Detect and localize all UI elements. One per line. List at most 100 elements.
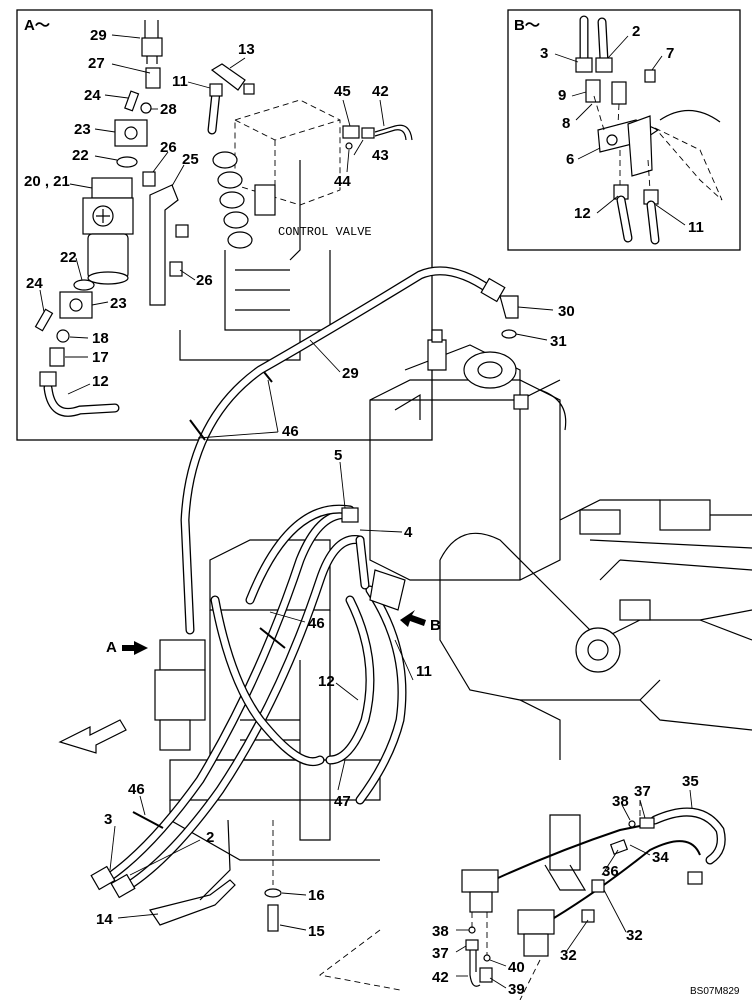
callout-31: 31 xyxy=(550,333,567,350)
fitting-32-lower xyxy=(581,909,595,923)
callout-a-12: 12 xyxy=(92,373,109,390)
fitting-32-upper xyxy=(591,879,605,893)
fitting-37-lower xyxy=(465,939,479,951)
hose-fitting-2 xyxy=(595,57,613,73)
callout-a-11: 11 xyxy=(172,73,188,90)
callout-35: 35 xyxy=(682,773,699,790)
bolt-26-bottom xyxy=(169,261,183,277)
main-assembly: 30 31 29 46 5 4 46 B A 11 12 35 37 38 34… xyxy=(58,266,752,1000)
callout-a-45: 45 xyxy=(334,83,351,100)
control-valve-main xyxy=(169,539,381,861)
callout-a-13: 13 xyxy=(238,41,255,58)
washer-16 xyxy=(264,888,282,898)
bolt-7 xyxy=(644,69,656,83)
elbow-fitting-27 xyxy=(145,67,161,89)
callout-a-17: 17 xyxy=(92,349,109,366)
callout-30: 30 xyxy=(558,303,575,320)
callout-a-23-lower: 23 xyxy=(110,295,127,312)
callout-a-29: 29 xyxy=(90,27,107,44)
callout-2: 2 xyxy=(206,829,214,846)
detail-a-title: A～ xyxy=(24,17,50,34)
callout-a-28: 28 xyxy=(160,101,177,118)
o-ring-40 xyxy=(483,954,491,962)
tank-body xyxy=(369,329,567,581)
callout-15: 15 xyxy=(308,923,325,940)
control-valve-label: CONTROL VALVE xyxy=(278,225,372,239)
o-ring-38-right xyxy=(628,820,636,828)
callout-37-lower: 37 xyxy=(432,945,449,962)
detail-a-box: A～ CONTROL VALVE xyxy=(16,9,433,441)
o-ring-22-top xyxy=(116,156,138,168)
bolt-24 xyxy=(124,90,140,112)
callout-a-26-lower: 26 xyxy=(196,272,213,289)
fitting-43 xyxy=(361,127,375,139)
bolt-26-mid xyxy=(175,224,189,238)
callout-14: 14 xyxy=(96,911,113,928)
callout-a-18: 18 xyxy=(92,330,109,347)
o-ring-28 xyxy=(140,102,152,114)
elbow-17 xyxy=(49,347,65,367)
control-valve-body xyxy=(179,99,341,361)
bracket-b-main xyxy=(369,569,406,611)
front-direction-arrow xyxy=(58,719,127,754)
hose-fitting-3 xyxy=(575,57,593,73)
plug-39 xyxy=(479,967,493,983)
callout-34: 34 xyxy=(652,849,669,866)
callout-32-lower: 32 xyxy=(560,947,577,964)
boom-structure xyxy=(439,499,752,760)
callout-47: 47 xyxy=(334,793,351,810)
callout-a-42: 42 xyxy=(372,83,389,100)
callout-a-26: 26 xyxy=(160,139,177,156)
o-ring-44 xyxy=(345,142,353,150)
detail-b-title: B～ xyxy=(514,17,540,34)
callout-view-b: B xyxy=(430,617,441,634)
callout-b-8: 8 xyxy=(562,115,570,132)
adapter-9 xyxy=(585,79,601,103)
callout-4: 4 xyxy=(404,524,413,541)
callout-32-right: 32 xyxy=(626,927,643,944)
callout-a-22-lower: 22 xyxy=(60,249,77,266)
callout-5: 5 xyxy=(334,447,342,464)
callout-11: 11 xyxy=(416,663,432,680)
callout-a-20-21: 20 , 21 xyxy=(24,173,70,190)
o-ring-31 xyxy=(501,329,517,339)
callout-46-bottom: 46 xyxy=(128,781,145,798)
callout-3: 3 xyxy=(104,811,112,828)
callout-a-44: 44 xyxy=(334,173,351,190)
elbow-30 xyxy=(499,295,519,319)
callout-a-27: 27 xyxy=(88,55,105,72)
callout-40: 40 xyxy=(508,959,525,976)
tube-42 xyxy=(374,124,413,141)
callout-a-24-lower: 24 xyxy=(26,275,43,292)
callout-a-25: 25 xyxy=(182,151,199,168)
callout-38-right: 38 xyxy=(612,793,629,810)
detail-b-box: B～ 2 3 7 xyxy=(507,9,741,251)
main-line-filter xyxy=(154,639,206,751)
bolt-15 xyxy=(267,904,279,932)
callout-b-12: 12 xyxy=(574,205,591,222)
bracket-14 xyxy=(149,879,236,926)
callout-38-lower: 38 xyxy=(432,923,449,940)
bolt-24-bottom xyxy=(34,308,54,332)
callout-b-6: 6 xyxy=(566,151,574,168)
callout-b-11: 11 xyxy=(688,219,704,236)
callout-37-right: 37 xyxy=(634,783,651,800)
bracket-25 xyxy=(149,184,179,306)
elbow-13 xyxy=(210,63,246,91)
callout-46-top: 46 xyxy=(282,423,299,440)
view-arrow-b xyxy=(400,610,426,627)
callout-a-22: 22 xyxy=(72,147,89,164)
callout-29: 29 xyxy=(342,365,359,382)
callout-46-mid: 46 xyxy=(308,615,325,632)
callout-view-a: A xyxy=(106,639,117,656)
fitting-37-right xyxy=(639,817,655,829)
callout-42: 42 xyxy=(432,969,449,986)
callout-a-23: 23 xyxy=(74,121,91,138)
hose-29-end xyxy=(480,277,506,303)
solenoid-valve-upper xyxy=(461,869,499,893)
solenoid-valve-lower xyxy=(517,909,555,935)
callout-a-43: 43 xyxy=(372,147,389,164)
callout-12: 12 xyxy=(318,673,335,690)
callout-36: 36 xyxy=(602,863,619,880)
